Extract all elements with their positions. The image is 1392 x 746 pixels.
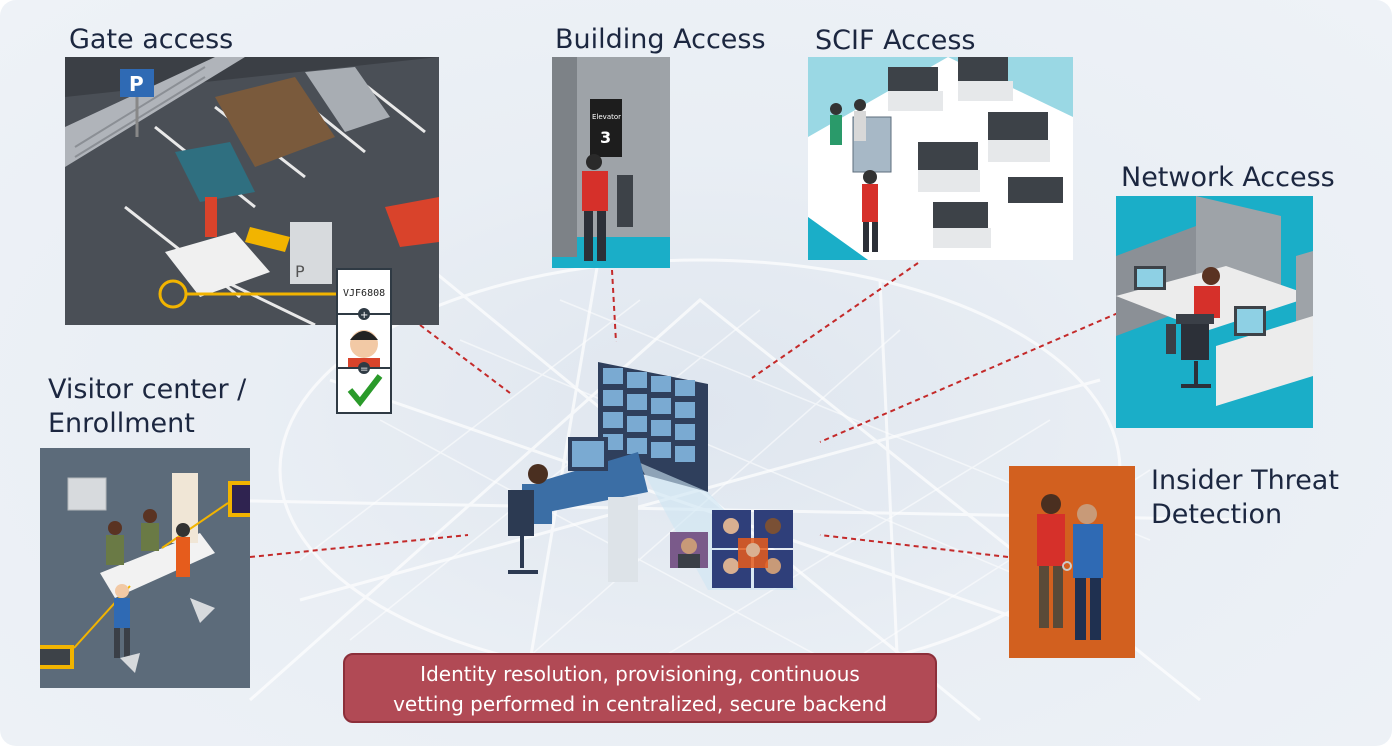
handcuffs-icon — [1062, 561, 1072, 571]
scif-access-label: SCIF Access — [815, 25, 976, 56]
network-access-panel — [1116, 196, 1313, 428]
building-access-illustration: Elevator 3 — [552, 57, 670, 261]
suspect-person — [1037, 514, 1065, 566]
access-kiosk — [617, 175, 633, 227]
van — [215, 77, 335, 167]
connector-network — [819, 312, 1119, 443]
network-access-label: Network Access — [1121, 162, 1335, 193]
network-workstation-illustration — [1116, 196, 1313, 406]
visitor-blue-shirt — [114, 598, 130, 628]
backend-description-line2: vetting performed in centralized, secure… — [393, 692, 887, 716]
scif-access-panel — [808, 57, 1073, 260]
visitor-center-label-line2: Enrollment — [48, 408, 195, 439]
insider-threat-label-line2: Detection — [1151, 499, 1283, 530]
parking-sign-text: P — [129, 72, 144, 96]
backend-description-line1: Identity resolution, provisioning, conti… — [420, 662, 860, 686]
backend-description-box: Identity resolution, provisioning, conti… — [343, 653, 937, 723]
insider-threat-illustration — [1037, 494, 1103, 640]
scif-office-illustration — [808, 57, 1073, 260]
parking-sign — [120, 69, 154, 97]
identity-match-card: VJF6808 + = — [336, 268, 392, 414]
gate-access-panel: P P — [65, 57, 439, 325]
building-access-label: Building Access — [555, 24, 766, 55]
central-operations-illustration — [508, 362, 798, 590]
license-plate-text: VJF6808 — [343, 288, 385, 299]
officer-person — [1073, 524, 1103, 578]
visitor-orange-dress — [176, 537, 190, 577]
person-red-shirt — [862, 184, 878, 222]
equals-symbol: = — [360, 364, 368, 375]
visitor-center-label-line1: Visitor center / — [48, 374, 247, 405]
staff-member — [106, 535, 124, 565]
check-icon — [347, 374, 383, 407]
elevator-floor-number: 3 — [600, 128, 611, 147]
insider-threat-label-line1: Insider Threat — [1151, 465, 1339, 496]
guard-booth — [290, 222, 332, 284]
car-red — [385, 197, 439, 247]
car-white — [165, 232, 270, 297]
visitor-center-illustration — [40, 448, 250, 688]
desk-cabinet — [608, 497, 638, 582]
parking-lot-illustration: P P — [65, 57, 439, 325]
plus-symbol: + — [360, 310, 368, 321]
face-thumbnails — [670, 510, 793, 588]
connector-scif — [751, 262, 919, 379]
visitor-center-panel — [40, 448, 250, 688]
car-teal — [175, 142, 255, 202]
building-access-panel: Elevator 3 — [552, 57, 670, 268]
gate-access-label: Gate access — [69, 24, 234, 55]
identity-match-illustration: VJF6808 + = — [338, 274, 390, 407]
booth-sign-text: P — [295, 262, 305, 281]
office-chair — [508, 490, 534, 536]
connector-gate — [419, 324, 511, 394]
person-red-shirt — [1194, 286, 1220, 318]
operator-video-wall-illustration — [508, 362, 798, 590]
connector-visitor — [249, 534, 469, 558]
connector-building — [611, 269, 617, 343]
facial-recognition-grid — [670, 510, 793, 588]
connector-insider — [819, 534, 1009, 558]
insider-threat-panel — [1009, 466, 1135, 658]
elevator-sign-text: Elevator — [592, 113, 621, 121]
car-gray — [305, 67, 390, 132]
elevator-sign — [590, 99, 622, 157]
wall-map — [67, 477, 107, 511]
person-red-shirt — [582, 171, 608, 211]
